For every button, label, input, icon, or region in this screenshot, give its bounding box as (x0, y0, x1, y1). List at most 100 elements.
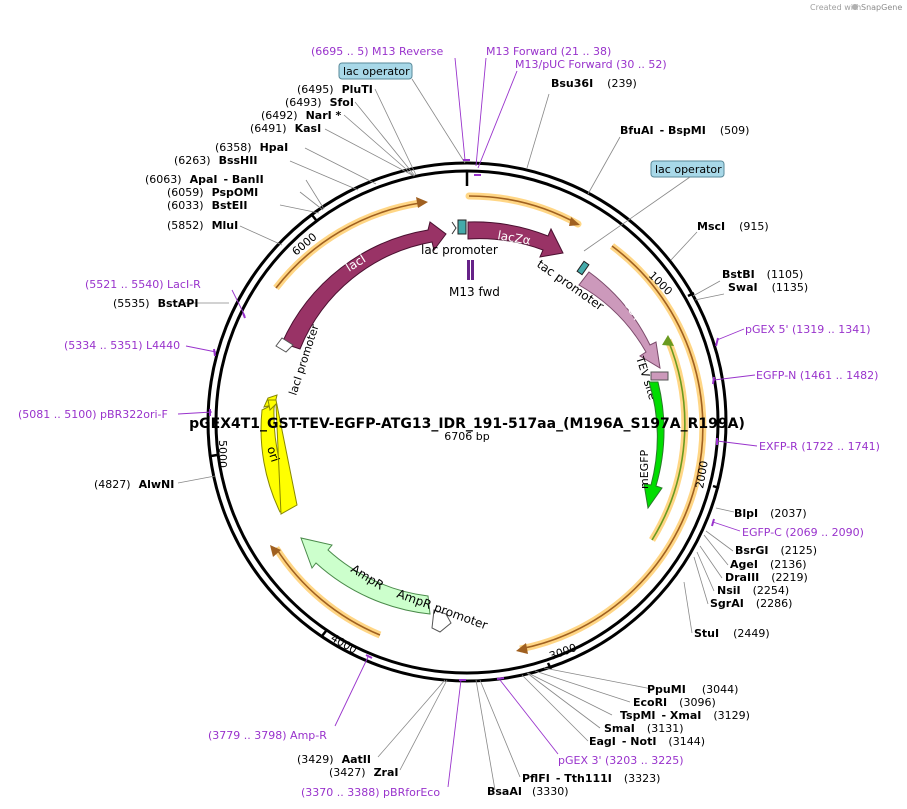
primer-m13-forward: M13 Forward (21 .. 38) (486, 45, 611, 58)
svg-text:SmaI(3131): SmaI(3131) (604, 722, 683, 735)
svg-text:Bsu36I(239): Bsu36I(239) (551, 77, 637, 90)
primer-amp-r: (3779 .. 3798) Amp-R (208, 729, 327, 742)
svg-text:EagI- NotI(3144): EagI- NotI(3144) (589, 735, 705, 748)
megfp-label: mEGFP (638, 449, 651, 489)
site-nari: NarI * (306, 109, 342, 122)
site-hpai: HpaI (260, 141, 289, 154)
lac-operator-label-2: lac operator (655, 163, 722, 176)
site-apai: ApaI (190, 173, 218, 186)
primer-l4440: (5334 .. 5351) L4440 (64, 339, 180, 352)
svg-text:BsaAI(3330): BsaAI(3330) (487, 785, 569, 798)
lacz-label: lacZα (496, 228, 531, 248)
svg-text:SwaI(1135): SwaI(1135) (728, 281, 808, 294)
site-alwni: AlwNI (139, 478, 175, 491)
svg-text:(6033)BstEII: (6033)BstEII (167, 199, 247, 212)
site-ppumi: PpuMI (647, 683, 686, 696)
backbone-inner (214, 169, 720, 675)
sites-left: (3429)AatII (3427)ZraI (4827)AlwNI (5535… (94, 83, 399, 779)
m13-fwd-label: M13 fwd (449, 285, 500, 299)
primer-pbrforeco: (3370 .. 3388) pBRforEco (301, 786, 440, 799)
lac-promoter-label: lac promoter (421, 243, 498, 257)
site-sgrai: SgrAI (710, 597, 744, 610)
svg-text:(6492)NarI *: (6492)NarI * (261, 109, 342, 122)
primer-m13-reverse: (6695 .. 5) M13 Reverse (311, 45, 443, 58)
primer-labels: (6695 .. 5) M13 Reverse M13 Forward (21 … (18, 45, 880, 799)
site-blpi: BlpI (734, 507, 758, 520)
site-eagi: EagI (589, 735, 616, 748)
svg-text:AgeI(2136): AgeI(2136) (730, 558, 807, 571)
primer-marks (209, 159, 719, 681)
svg-text:(3429)AatII: (3429)AatII (297, 753, 371, 766)
svg-text:NsiI(2254): NsiI(2254) (717, 584, 789, 597)
svg-text:BfuAI- BspMI(509): BfuAI- BspMI(509) (620, 124, 749, 137)
site-bfuai: BfuAI (620, 124, 654, 137)
svg-text:DraIII(2219): DraIII(2219) (725, 571, 808, 584)
lacz-feature[interactable] (467, 221, 564, 258)
backbone-outer (206, 161, 728, 683)
svg-text:(6495)PluTI: (6495)PluTI (297, 83, 373, 96)
lac-operator-box[interactable] (338, 62, 413, 80)
primer-leader-lines (177, 57, 758, 788)
svg-text:(5852)MluI: (5852)MluI (167, 219, 238, 232)
site-draiii: DraIII (725, 571, 759, 584)
site-sfoi: SfoI (330, 96, 354, 109)
svg-text:(6358)HpaI: (6358)HpaI (215, 141, 288, 154)
site-mlui: MluI (212, 219, 239, 232)
megfp-feature[interactable] (643, 381, 665, 510)
primer-pbr322ori-f: (5081 .. 5100) pBR322ori-F (18, 408, 168, 421)
promoter-arrow-icon (451, 221, 457, 235)
orf-arcs (270, 192, 707, 654)
site-stui: StuI (694, 627, 719, 640)
tick-2000: 2000 (693, 460, 711, 490)
site-zrai: ZraI (374, 766, 399, 779)
site-msci: MscI (697, 220, 725, 233)
tick-4000: 4000 (329, 631, 360, 656)
svg-text:BstBI(1105): BstBI(1105) (722, 268, 803, 281)
svg-text:SgrAI(2286): SgrAI(2286) (710, 597, 792, 610)
site-bsshii: BssHII (219, 154, 258, 167)
site-kasi: KasI (295, 122, 322, 135)
primer-m13-puc-forward: M13/pUC Forward (30 .. 52) (515, 58, 667, 71)
ampr-promoter-arrow (431, 609, 452, 633)
svg-text:(6063)ApaI- BanII: (6063)ApaI- BanII (145, 173, 264, 186)
site-agei: AgeI (730, 558, 758, 571)
svg-text:PpuMI(3044): PpuMI(3044) (647, 683, 738, 696)
svg-text:(6493)SfoI: (6493)SfoI (285, 96, 354, 109)
primer-egfp-n: EGFP-N (1461 .. 1482) (756, 369, 878, 382)
gst-feature[interactable] (578, 271, 661, 369)
site-pspomi: PspOMI (212, 186, 259, 199)
svg-text:BsrGI(2125): BsrGI(2125) (735, 544, 817, 557)
site-smai: SmaI (604, 722, 635, 735)
svg-text:(6491)KasI: (6491)KasI (250, 122, 321, 135)
site-pflfi: PflFI (522, 772, 550, 785)
ori-arrow (267, 399, 298, 515)
primer-exfp-r: EXFP-R (1722 .. 1741) (759, 440, 880, 453)
plasmid-size: 6706 bp (444, 430, 489, 443)
site-bstbi: BstBI (722, 268, 755, 281)
sites-right: Bsu36I(239) BfuAI- BspMI(509) MscI(915) … (487, 77, 817, 798)
ori-label: ori (264, 445, 282, 464)
svg-text:BlpI(2037): BlpI(2037) (734, 507, 807, 520)
svg-text:(6059)PspOMI: (6059)PspOMI (167, 186, 258, 199)
site-bsaai: BsaAI (487, 785, 522, 798)
tev-site-feature[interactable] (650, 371, 669, 381)
svg-text:EcoRI(3096): EcoRI(3096) (633, 696, 716, 709)
site-nsii: NsiI (717, 584, 741, 597)
primer-pgex3: pGEX 3' (3203 .. 3225) (558, 754, 684, 767)
plasmid-name: pGEX4T1_GST-TEV-EGFP-ATG13_IDR_191-517aa… (189, 416, 745, 432)
svg-text:(3427)ZraI: (3427)ZraI (329, 766, 399, 779)
credit-brand: SnapGene (861, 3, 902, 12)
site-bstapi: BstAPI (158, 297, 199, 310)
svg-text:(4827)AlwNI: (4827)AlwNI (94, 478, 174, 491)
ampr-feature[interactable] (300, 537, 431, 615)
site-bsteii: BstEII (212, 199, 248, 212)
site-pluti: PluTI (342, 83, 373, 96)
primer-egfp-c: EGFP-C (2069 .. 2090) (742, 526, 864, 539)
site-bsu36i: Bsu36I (551, 77, 593, 90)
ruler-ticks (210, 172, 720, 670)
lac-operator-box-2[interactable] (650, 160, 725, 178)
laci-promoter-arrow (275, 337, 294, 353)
site-tspmi: TspMI (620, 709, 656, 722)
laci-feature[interactable] (281, 221, 447, 350)
